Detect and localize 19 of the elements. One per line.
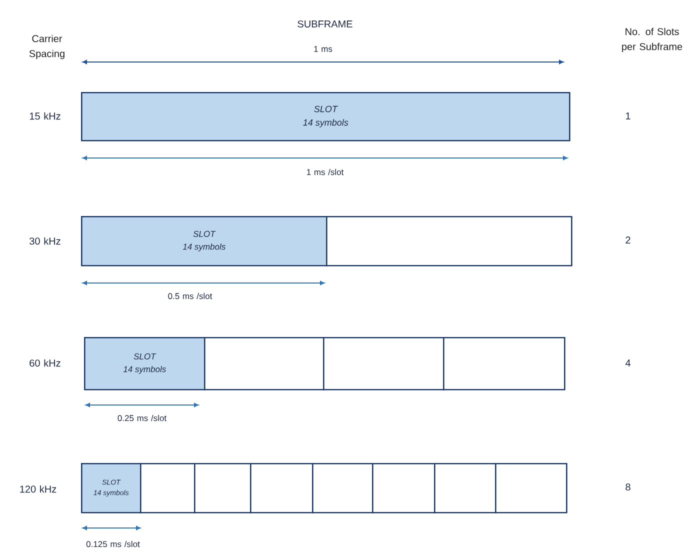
dimension-label: 0.25 ms /slot [118, 414, 166, 422]
slot-box: SLOT 14 symbols [81, 216, 328, 266]
dimension-label: 0.125 ms /slot [86, 540, 140, 548]
slot-box: SLOT 14 symbols [81, 92, 570, 142]
dimension-label: 1 ms /slot [307, 168, 344, 176]
slot-count: 1 [626, 112, 630, 120]
column-header: SUBFRAME [298, 20, 352, 28]
slot-count: 8 [626, 483, 630, 491]
row-label: 120 kHz [20, 485, 56, 493]
row-label: 60 kHz [30, 359, 60, 367]
dimension-label: 0.5 ms /slot [168, 292, 212, 300]
slot-count: 4 [625, 360, 630, 366]
row-label: 15 kHz [30, 112, 60, 120]
column-header: No. of Slots per Subframe [622, 28, 682, 52]
row-label: 30 kHz [30, 237, 60, 245]
dimension-label: 1 ms [314, 46, 332, 52]
column-header: Carrier Spacing [29, 34, 64, 60]
slot-count: 2 [626, 236, 630, 244]
slot-box: SLOT 14 symbols [84, 337, 206, 390]
